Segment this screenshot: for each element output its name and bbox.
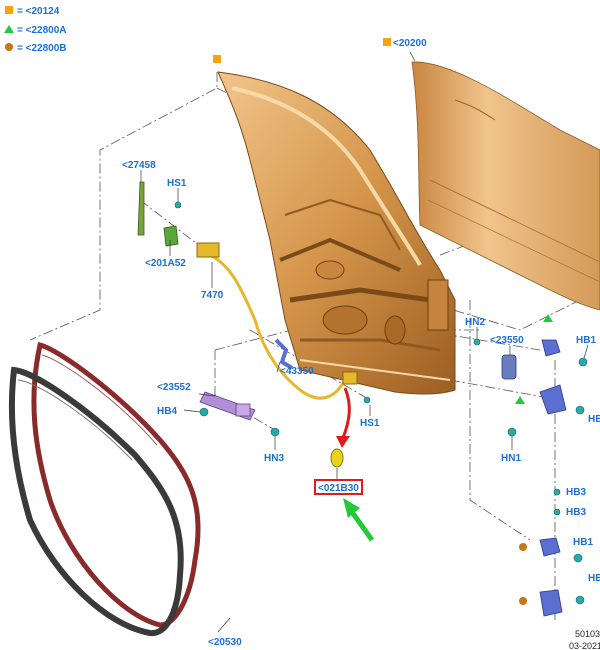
square-icon <box>213 55 221 63</box>
circle-icon <box>519 597 527 605</box>
legend-label-22800B: = <22800B <box>17 43 67 54</box>
plug-021B30 <box>330 448 344 468</box>
circle-icon <box>519 543 527 551</box>
legend-label-20124: = <20124 <box>17 6 60 17</box>
triangle-icon <box>543 314 553 322</box>
label-23552: <23552 <box>157 382 191 393</box>
footer-date: 03-2021 <box>569 641 600 650</box>
latch-cable <box>274 338 294 370</box>
legend-label-22800A: = <22800A <box>17 25 67 36</box>
triangle-icon <box>4 25 14 33</box>
inner-door-frame <box>217 71 456 395</box>
label-021B30: <021B30 <box>318 483 359 494</box>
part-labels: <20200 <27458 HS1 <201A52 7470 HN2 <2355… <box>122 38 600 648</box>
label-hn1: HN1 <box>501 453 521 464</box>
label-hb-truncated: HB <box>588 414 600 425</box>
label-hb3-a: HB3 <box>566 487 586 498</box>
label-hb-truncated-2: HB <box>588 573 600 584</box>
label-43350: <43350 <box>280 366 314 377</box>
footer: 50103 03-2021 <box>569 629 600 650</box>
label-hn2: HN2 <box>465 317 485 328</box>
label-20200: <20200 <box>393 38 427 49</box>
square-icon <box>5 6 13 14</box>
label-7470: 7470 <box>201 290 224 301</box>
label-hn3: HN3 <box>264 453 284 464</box>
footer-code: 50103 <box>575 629 600 639</box>
red-door-seal <box>31 341 201 628</box>
markers <box>213 38 553 605</box>
check-strap <box>137 181 179 247</box>
door-seals <box>8 341 201 637</box>
hinges <box>501 339 567 617</box>
callout-box <box>314 479 363 495</box>
label-hb4: HB4 <box>157 406 177 417</box>
legend: = <20124 = <22800A = <22800B <box>4 6 67 54</box>
label-hb1-top: HB1 <box>576 335 596 346</box>
outer-door-panel <box>411 61 600 311</box>
red-arrow <box>336 387 351 448</box>
label-hs1-bottom: HS1 <box>360 418 380 429</box>
black-door-seal <box>8 366 184 637</box>
green-arrow <box>343 498 375 542</box>
label-23550: <23550 <box>490 335 524 346</box>
label-hb3-b: HB3 <box>566 507 586 518</box>
circle-icon <box>5 43 13 51</box>
label-201A52: <201A52 <box>145 258 186 269</box>
label-hb1-bottom: HB1 <box>573 537 593 548</box>
inside-handle <box>199 391 256 421</box>
label-27458: <27458 <box>122 160 156 171</box>
wire-harness <box>196 242 358 400</box>
triangle-icon <box>515 396 525 404</box>
label-stems <box>140 170 589 633</box>
label-hs1-top: HS1 <box>167 178 187 189</box>
square-icon <box>383 38 391 46</box>
label-20530: <20530 <box>208 637 242 648</box>
